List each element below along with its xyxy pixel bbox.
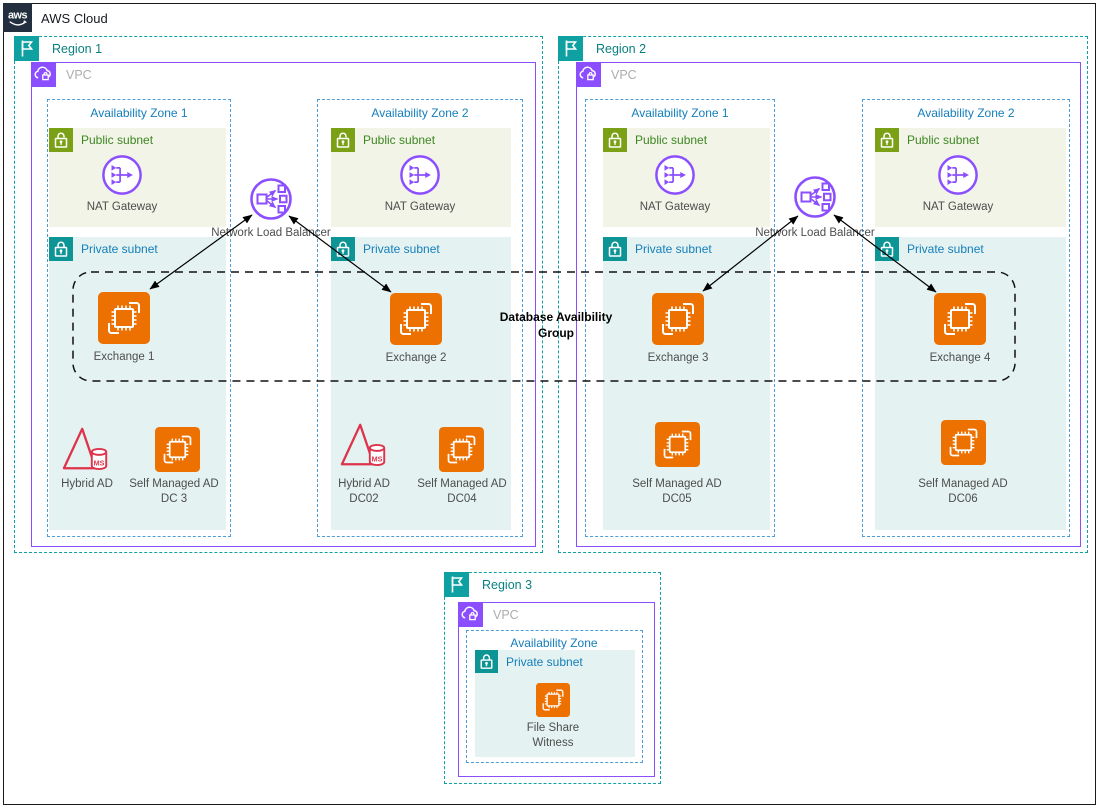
r1-az1-label: Availability Zone 1 — [90, 106, 188, 120]
region-3-box — [444, 572, 661, 784]
network-load-balancer-label: Network Load Balancer — [755, 227, 875, 239]
exchange-4-icon — [934, 293, 986, 345]
r2-az1-private-label: Private subnet — [635, 242, 712, 256]
exchange-1-icon — [98, 292, 150, 344]
nat-gateway-label: NAT Gateway — [86, 201, 158, 213]
region-2-label: Region 2 — [596, 42, 647, 56]
region-flag-icon — [558, 36, 583, 61]
nat-gateway-icon — [937, 154, 979, 196]
vpc-icon — [576, 62, 601, 87]
self-managed-ad-dc3-icon — [155, 427, 200, 472]
self-managed-ad-dc04-icon — [439, 427, 484, 472]
lock-open-icon — [49, 128, 73, 152]
self-managed-ad-dc06-icon — [941, 420, 986, 465]
nat-gateway-icon — [399, 154, 441, 196]
lock-open-icon — [603, 128, 627, 152]
region-3-vpc-label: VPC — [493, 608, 519, 622]
r3-private-label: Private subnet — [506, 655, 583, 669]
r2-az2-public-label: Public subnet — [907, 133, 980, 147]
r2-az1-label: Availability Zone 1 — [631, 106, 729, 120]
exchange-2-label: Exchange 2 — [385, 352, 447, 364]
hybrid-ad-icon — [338, 420, 392, 470]
exchange-1-label: Exchange 1 — [93, 351, 155, 363]
lock-closed-icon — [475, 650, 498, 673]
r1-az2-public-label: Public subnet — [363, 133, 436, 147]
aws-cloud-group — [3, 3, 1096, 805]
region-3-label: Region 3 — [482, 578, 533, 592]
nat-gateway-icon — [654, 154, 696, 196]
lock-closed-icon — [603, 237, 627, 261]
network-load-balancer-icon — [793, 175, 837, 219]
nat-gateway-label: NAT Gateway — [384, 201, 456, 213]
nat-gateway-label: NAT Gateway — [922, 201, 994, 213]
vpc-icon — [31, 62, 56, 87]
hybrid-ad-icon — [60, 424, 114, 474]
r2-az2-label: Availability Zone 2 — [917, 106, 1015, 120]
file-share-witness-icon — [536, 683, 570, 717]
nat-gateway-label: NAT Gateway — [639, 201, 711, 213]
r3-az-label: Availability Zone — [510, 636, 598, 650]
region-3-vpc-box — [458, 602, 655, 777]
exchange-3-label: Exchange 3 — [647, 352, 709, 364]
aws-cloud-label: AWS Cloud — [41, 11, 108, 26]
region-1-label: Region 1 — [52, 42, 103, 56]
nat-gateway-icon — [101, 154, 143, 196]
region-2-vpc-label: VPC — [611, 68, 637, 82]
r2-az2-private-label: Private subnet — [907, 242, 984, 256]
exchange-3-icon — [652, 293, 704, 345]
lock-closed-icon — [331, 237, 355, 261]
self-managed-ad-dc05-icon — [655, 422, 700, 467]
r2-az1-public-label: Public subnet — [635, 133, 708, 147]
r1-az2-private-label: Private subnet — [363, 242, 440, 256]
aws-cloud-icon — [3, 3, 32, 32]
vpc-icon — [458, 602, 483, 627]
r1-az1-private-label: Private subnet — [81, 242, 158, 256]
exchange-4-label: Exchange 4 — [929, 352, 991, 364]
region-flag-icon — [444, 572, 469, 597]
r1-az2-label: Availability Zone 2 — [371, 106, 469, 120]
region-1-vpc-label: VPC — [66, 68, 92, 82]
lock-open-icon — [875, 128, 899, 152]
exchange-2-icon — [390, 293, 442, 345]
lock-closed-icon — [875, 237, 899, 261]
lock-closed-icon — [49, 237, 73, 261]
region-flag-icon — [14, 36, 39, 61]
hybrid-ad-label: Hybrid AD — [61, 478, 113, 490]
r3-az-box — [466, 630, 643, 763]
network-load-balancer-icon — [249, 177, 293, 221]
network-load-balancer-label: Network Load Balancer — [211, 227, 331, 239]
r1-az1-public-label: Public subnet — [81, 133, 154, 147]
lock-open-icon — [331, 128, 355, 152]
